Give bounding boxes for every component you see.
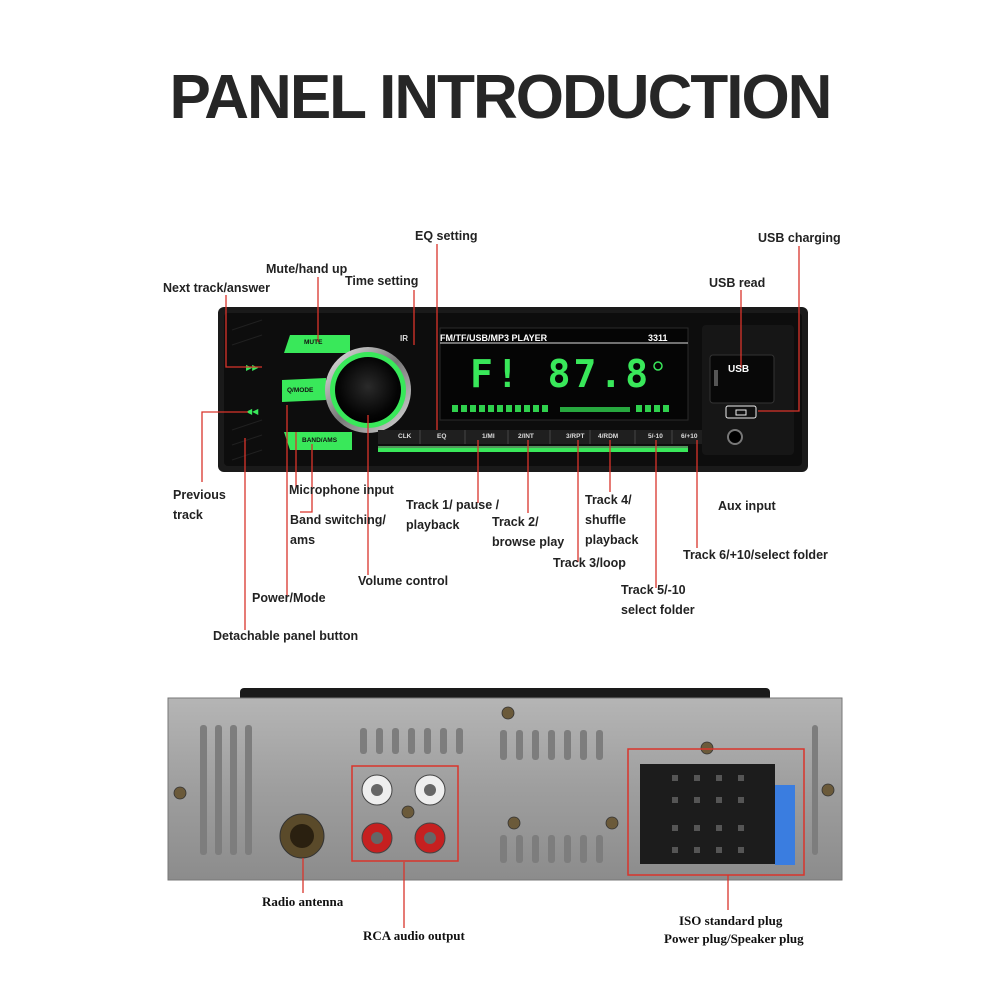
ir-sensor-label: IR [400,334,408,343]
label-iso-plug: ISO standard plug [679,913,783,928]
preset-button-dividers [419,430,673,444]
label-detachable-panel: Detachable panel button [213,629,359,643]
preset-5-button[interactable]: 5/-10 [648,433,663,440]
front-callout-lines [201,244,800,630]
label-aux-input: Aux input [718,499,776,513]
label-usb-charging: USB charging [758,231,841,245]
label-eq-setting: EQ setting [415,229,478,243]
label-time-setting: Time setting [345,274,419,288]
label-track-2-2: browse play [492,535,565,549]
label-track-1-2: playback [406,518,460,532]
label-power-speaker-plug: Power plug/Speaker plug [664,931,804,946]
fuse-holder [775,785,795,865]
aux-jack [727,429,743,445]
usb-slot [709,354,775,404]
label-track-1: Track 1/ pause / [406,498,500,512]
model-number: 3311 [648,333,668,343]
rear-screws [173,706,835,830]
usb-port-label: USB [728,364,750,375]
label-band-switching-2: ams [290,533,316,547]
label-track-4-2: shuffle [585,513,626,527]
iso-connector [640,764,775,864]
label-band-switching: Band switching/ [290,513,386,527]
previous-track-icon: ◀◀ [246,407,259,416]
label-microphone: Microphone input [289,483,394,497]
label-rca-output: RCA audio output [363,928,465,943]
label-track-4: Track 4/ [585,493,632,507]
mute-button-shape [284,335,350,353]
page-title: PANEL INTRODUCTION [169,63,833,132]
preset-3-button[interactable]: 3/RPT [566,433,585,440]
label-track-2: Track 2/ [492,515,539,529]
label-power-mode: Power/Mode [252,591,326,605]
preset-2-button[interactable]: 2/INT [518,433,534,440]
label-track-6: Track 6/+10/select folder [683,548,828,562]
label-previous-track: Previous [173,488,226,502]
qmode-button-shape [282,378,326,402]
label-mute-hand-up: Mute/hand up [266,262,348,276]
preset-4-button[interactable]: 4/RDM [598,433,619,440]
rear-vent-slots [200,725,818,863]
lcd-frequency: F! 87.8 [470,352,652,396]
preset-1-button[interactable]: 1/MI [482,433,495,440]
qmode-button[interactable]: Q/MODE [287,387,314,394]
label-next-track: Next track/answer [163,281,271,295]
lcd-level-bars [452,405,669,412]
eq-button[interactable]: EQ [437,433,447,440]
preset-6-button[interactable]: 6/+10 [681,433,698,440]
label-track-3: Track 3/loop [553,556,626,570]
rca-highlight-box [351,765,459,862]
preset-button-strip [378,430,708,444]
label-track-5-2: select folder [621,603,695,617]
volume-knob [335,357,401,423]
label-radio-antenna: Radio antenna [262,894,344,909]
green-light-strip [378,448,688,452]
label-previous-track-2: track [173,508,203,522]
label-track-5: Track 5/-10 [621,583,686,597]
left-grille [231,319,263,461]
brand-text: FM/TF/USB/MP3 PLAYER [440,333,548,343]
band-button-shape [284,432,352,450]
label-track-4-3: playback [585,533,639,547]
mute-button[interactable]: MUTE [304,339,323,346]
lcd-indicator-icon [653,361,663,371]
clk-button[interactable]: CLK [398,433,412,440]
band-button[interactable]: BAND/AMS [302,437,338,444]
rca-jacks [361,774,446,854]
iso-pins [672,775,744,853]
usb-charging-port [725,405,757,419]
label-usb-read: USB read [709,276,766,290]
rear-callout-lines [302,858,729,928]
label-volume-control: Volume control [358,574,449,588]
iso-highlight-box [627,748,805,876]
